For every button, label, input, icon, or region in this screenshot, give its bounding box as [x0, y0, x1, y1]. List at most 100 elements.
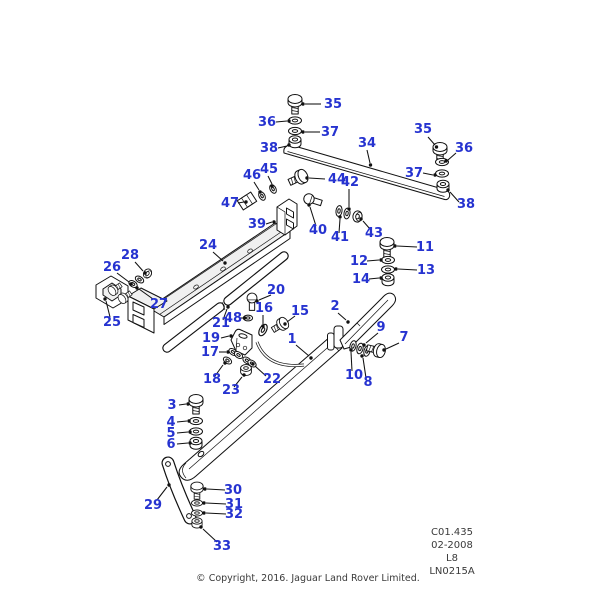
nut-38-left — [288, 135, 302, 149]
svg-text:4: 4 — [166, 415, 175, 430]
svg-text:41: 41 — [331, 230, 349, 245]
nut-6 — [189, 436, 203, 450]
svg-text:31: 31 — [225, 497, 243, 512]
part-support-strap-29 — [161, 456, 197, 525]
svg-text:23: 23 — [222, 383, 240, 398]
part-spacer-tube-21 — [162, 251, 289, 353]
washer-32 — [191, 509, 203, 517]
svg-text:21: 21 — [212, 316, 230, 331]
callout-27: 27 — [135, 286, 168, 312]
part-sill-panel-1 — [178, 335, 343, 481]
callout-41: 41 — [331, 215, 349, 245]
svg-text:39: 39 — [248, 217, 266, 232]
callout-21: 21 — [212, 305, 230, 331]
svg-text:45: 45 — [260, 162, 278, 177]
svg-text:26: 26 — [103, 260, 121, 275]
title-block: C01.435 02-2008 L8 LN0215A — [429, 527, 475, 577]
part-mounting-bracket-39 — [276, 198, 298, 236]
svg-text:33: 33 — [213, 539, 231, 554]
bolt-40 — [301, 191, 324, 209]
svg-text:40: 40 — [309, 223, 327, 238]
svg-text:8: 8 — [363, 375, 372, 390]
callout-44: 44 — [305, 172, 346, 187]
svg-text:16: 16 — [255, 301, 273, 316]
svg-text:35: 35 — [324, 97, 342, 112]
callout-35-left: 35 — [301, 97, 342, 112]
callout-33: 33 — [199, 525, 231, 554]
part-clamp-bracket-19 — [230, 328, 253, 356]
svg-text:38: 38 — [457, 197, 475, 212]
callout-17: 17 — [201, 345, 230, 360]
callout-10: 10 — [345, 348, 363, 383]
svg-text:7: 7 — [399, 330, 408, 345]
bolt-3 — [188, 394, 204, 415]
svg-text:38: 38 — [260, 141, 278, 156]
svg-text:17: 17 — [201, 345, 219, 360]
callout-5: 5 — [166, 426, 192, 441]
svg-text:37: 37 — [405, 166, 423, 181]
callout-30: 30 — [203, 483, 242, 498]
callout-24: 24 — [199, 238, 227, 265]
nut-43 — [351, 209, 364, 224]
svg-text:35: 35 — [414, 122, 432, 137]
svg-text:48: 48 — [224, 311, 242, 326]
svg-text:19: 19 — [202, 331, 220, 346]
callout-4: 4 — [166, 415, 191, 430]
svg-text:24: 24 — [199, 238, 217, 253]
title-block-page: L8 — [446, 553, 458, 564]
svg-text:30: 30 — [224, 483, 242, 498]
callout-1: 1 — [287, 332, 313, 360]
part-tread-strip-34 — [283, 144, 451, 201]
callout-14: 14 — [352, 272, 383, 287]
svg-text:9: 9 — [376, 320, 385, 335]
washer-37-right — [435, 169, 449, 178]
washer-41 — [334, 204, 344, 218]
svg-text:11: 11 — [416, 240, 434, 255]
svg-text:43: 43 — [365, 226, 383, 241]
callout-35-right: 35 — [414, 122, 439, 149]
nut-23 — [240, 364, 252, 376]
callout-18: 18 — [203, 361, 227, 387]
svg-text:12: 12 — [350, 254, 368, 269]
callout-3: 3 — [167, 398, 190, 413]
callout-43: 43 — [359, 217, 383, 241]
callout-38-right: 38 — [446, 188, 475, 212]
svg-text:6: 6 — [166, 437, 175, 452]
callout-46: 46 — [243, 168, 262, 194]
callout-6: 6 — [166, 437, 192, 452]
svg-text:3: 3 — [167, 398, 176, 413]
washer-37-left — [288, 126, 302, 136]
callout-31: 31 — [202, 497, 243, 512]
svg-text:2: 2 — [330, 299, 339, 314]
callout-23: 23 — [222, 373, 246, 398]
callout-48: 48 — [224, 311, 247, 326]
callout-7: 7 — [382, 330, 409, 352]
nut-14 — [381, 273, 395, 287]
svg-text:29: 29 — [144, 498, 162, 513]
callout-38-left: 38 — [260, 141, 291, 156]
svg-text:15: 15 — [291, 304, 309, 319]
copyright-notice: © Copyright, 2016. Jaguar Land Rover Lim… — [196, 573, 420, 584]
callout-47: 47 — [221, 196, 248, 211]
callout-9: 9 — [362, 320, 386, 347]
svg-text:28: 28 — [121, 248, 139, 263]
callout-34: 34 — [358, 136, 376, 167]
part-curved-shield — [255, 341, 305, 368]
svg-text:25: 25 — [103, 315, 121, 330]
svg-text:1: 1 — [287, 332, 296, 347]
callout-13: 13 — [394, 263, 435, 278]
callout-36-right: 36 — [444, 141, 473, 163]
bolt-35-left — [287, 94, 303, 115]
svg-text:20: 20 — [267, 283, 285, 298]
washer-12 — [381, 255, 395, 265]
callout-11: 11 — [393, 240, 434, 255]
svg-text:22: 22 — [263, 372, 281, 387]
callout-19: 19 — [202, 331, 233, 346]
svg-text:13: 13 — [417, 263, 435, 278]
svg-text:34: 34 — [358, 136, 376, 151]
washer-31 — [191, 499, 203, 507]
svg-text:37: 37 — [321, 125, 339, 140]
callout-2: 2 — [330, 299, 350, 324]
